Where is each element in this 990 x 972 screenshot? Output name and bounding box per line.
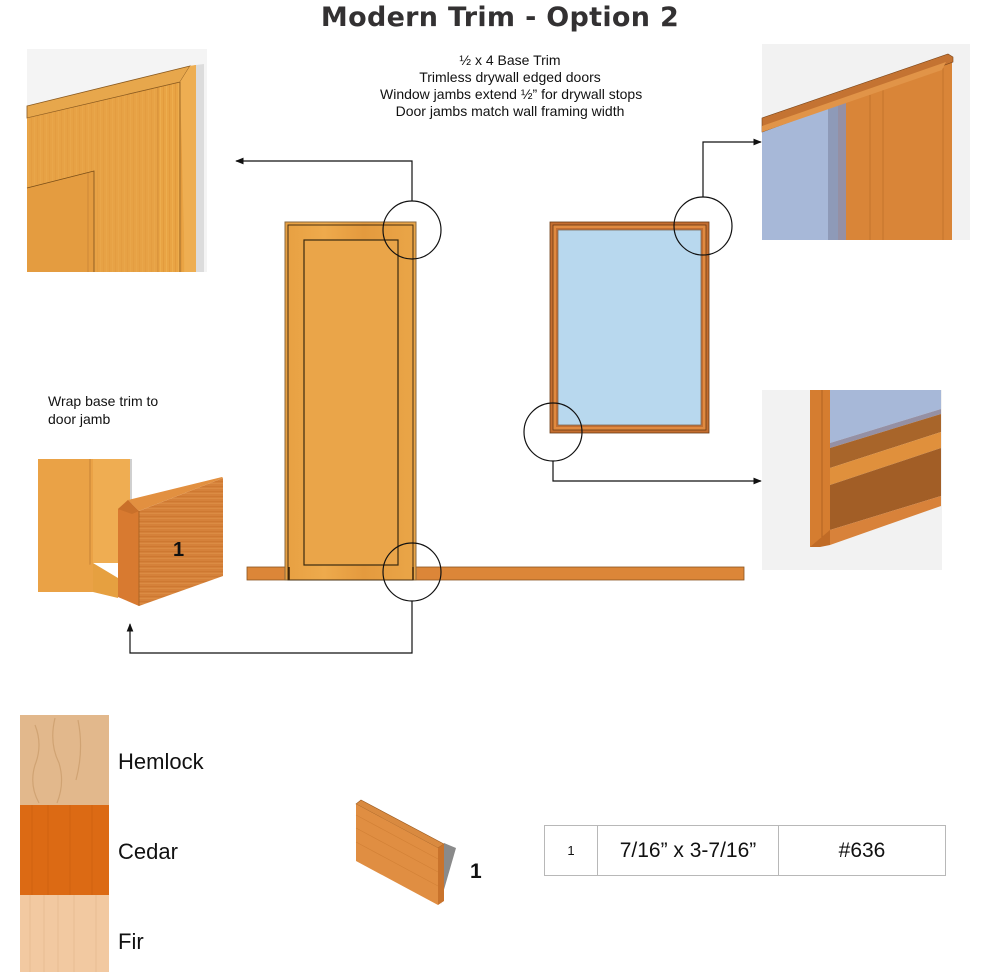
window-sill-detail — [762, 390, 942, 570]
window-head-detail — [761, 44, 970, 240]
note-line: Door jambs match wall framing width — [395, 103, 625, 119]
species-swatches — [20, 715, 109, 972]
part-dimensions-cell: 7/16” x 3-7/16” — [597, 825, 779, 876]
spec-notes: ½ x 4 Base Trim Trimless drywall edged d… — [380, 52, 643, 120]
wrap-base-label: Wrap base trim to door jamb — [48, 392, 158, 428]
base-wrap-detail — [38, 459, 223, 606]
base-piece-number: 1 — [173, 539, 184, 561]
species-label-cedar: Cedar — [118, 839, 178, 864]
part-piece-number: 1 — [470, 860, 482, 883]
wrap-label-line: Wrap base trim to — [48, 393, 159, 409]
note-line: Trimless drywall edged doors — [419, 69, 601, 85]
part-number-cell: 1 — [544, 825, 598, 876]
species-label-hemlock: Hemlock — [118, 749, 204, 774]
note-line: ½ x 4 Base Trim — [459, 52, 561, 68]
species-label-fir: Fir — [118, 929, 144, 954]
part-profile-cell: #636 — [778, 825, 946, 876]
door-elevation — [284, 221, 417, 581]
part-piece-icon — [355, 799, 456, 905]
door-head-detail — [26, 49, 207, 272]
wrap-label-line: door jamb — [48, 411, 111, 427]
note-line: Window jambs extend ½” for drywall stops — [380, 86, 643, 102]
page-title: Modern Trim - Option 2 — [320, 2, 680, 33]
table-row: 1 7/16” x 3-7/16” #636 — [544, 825, 946, 876]
window-elevation — [549, 221, 710, 434]
callout-leaders — [126, 138, 762, 654]
parts-table: 1 7/16” x 3-7/16” #636 — [544, 825, 946, 876]
